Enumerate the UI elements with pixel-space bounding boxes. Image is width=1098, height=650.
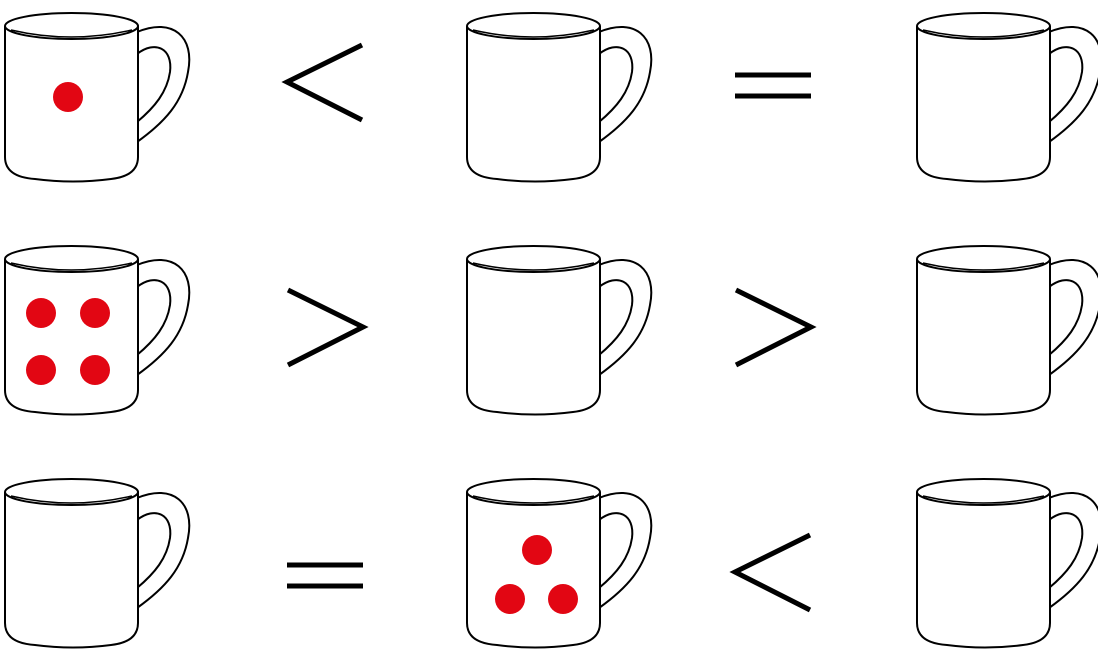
dot-marker: [80, 298, 110, 328]
dot-marker: [26, 298, 56, 328]
equals-sign: [287, 562, 363, 589]
mug-icon: [4, 245, 191, 416]
dot-marker: [522, 535, 552, 565]
greater-than-sign: [286, 287, 369, 368]
equals-sign: [735, 72, 811, 99]
dot-marker: [548, 584, 578, 614]
greater-than-sign: [734, 287, 817, 368]
mug-icon: [916, 12, 1098, 183]
mug-icon: [466, 245, 653, 416]
mug-icon: [466, 478, 653, 649]
dot-marker: [495, 584, 525, 614]
dot-marker: [80, 355, 110, 385]
mug-icon: [916, 478, 1098, 649]
less-than-sign: [281, 42, 364, 123]
mug-icon: [916, 245, 1098, 416]
less-than-sign: [729, 532, 812, 613]
dot-marker: [53, 82, 83, 112]
mug-icon: [466, 12, 653, 183]
mug-icon: [4, 12, 191, 183]
dot-marker: [26, 355, 56, 385]
mug-icon: [4, 478, 191, 649]
